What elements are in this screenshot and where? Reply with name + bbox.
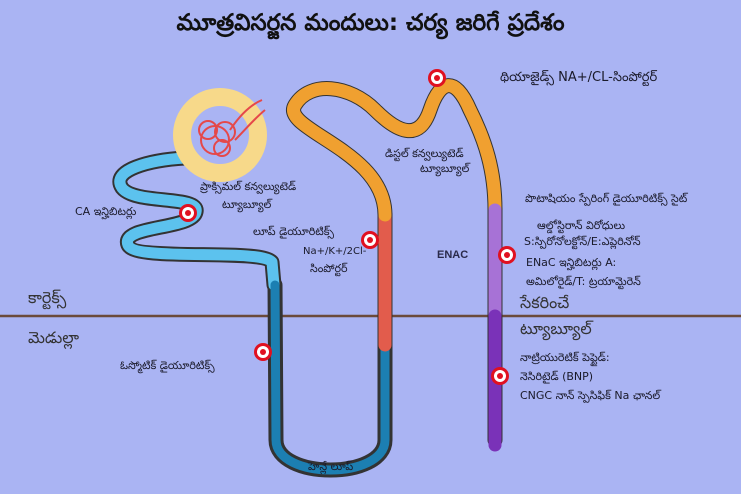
page-title: మూత్రవిసర్జన మందులు: చర్య జరిగే ప్రదేశం bbox=[176, 10, 565, 36]
dct-label-1: డిస్టల్ కన్వల్యుటెడ్ bbox=[385, 147, 464, 160]
target-icon bbox=[498, 246, 516, 264]
glomerulus bbox=[198, 99, 266, 157]
enac-inhibitors-label: ENaC ఇన్హిబిటర్లు A: bbox=[526, 256, 617, 269]
descending-limb bbox=[270, 280, 390, 475]
cortex-label: కార్టెక్స్ bbox=[28, 288, 67, 307]
cngc-label: CNGC నాన్ స్పెసిఫిక్ Na ఛానల్ bbox=[520, 389, 661, 402]
target-icon bbox=[254, 343, 272, 361]
target-icon bbox=[428, 69, 446, 87]
nkcc-label-1: Na+/K+/2Cl- bbox=[303, 246, 367, 257]
target-icon bbox=[491, 367, 509, 385]
loop-diuretics-label: లూప్ డైయూరిటిక్స్ bbox=[253, 225, 334, 238]
aldosterone-drugs-label: S:స్పిరోనోలక్టోన్/E:ఎప్లెరినోన్ bbox=[524, 235, 641, 248]
nkcc-label-2: సింపోర్టర్ bbox=[310, 262, 348, 275]
natriuretic-peptide-label: నాట్రియురెటిక్ పెప్టైడ్: bbox=[520, 351, 610, 364]
thiazides-label: థియాజైడ్స్ NA+/CL-సింపోర్టర్ bbox=[500, 70, 658, 85]
k-sparing-label: పొటాషియం స్పేరింగ్ డైయూరిటిక్స్ సైట్ bbox=[525, 192, 688, 205]
pct-label-2: ట్యూబ్యూల్ bbox=[222, 198, 272, 211]
loop-of-henle-label: హెన్లే లూప్ bbox=[308, 460, 354, 473]
drug-targets bbox=[179, 69, 516, 385]
collecting-label-1: సేకరించే bbox=[520, 293, 570, 312]
medulla-label: మెడుల్లా bbox=[28, 328, 80, 347]
bowman-capsule bbox=[173, 88, 267, 182]
dct-label-2: ట్యూబ్యూల్ bbox=[420, 162, 470, 175]
enac-drugs-label: అమిలోరైడ్/T: ట్రయామ్టెరెన్ bbox=[526, 275, 641, 288]
target-icon bbox=[361, 231, 379, 249]
ca-inhibitors-label: CA ఇన్హిబిటర్లు bbox=[75, 205, 137, 218]
enac-label: ENAC bbox=[437, 249, 469, 261]
distal-convoluted-tubule bbox=[287, 79, 502, 222]
pct-label-1: ప్రాక్సిమల్ కన్వల్యుటెడ్ bbox=[200, 180, 297, 193]
collecting-label-2: ట్యూబ్యూల్ bbox=[520, 319, 592, 338]
osmotic-diuretics-label: ఓస్మోటిక్ డైయూరిటిక్స్ bbox=[120, 359, 215, 372]
aldosterone-antagonists-label: ఆల్డోస్టిరాన్ విరోధులు bbox=[537, 219, 626, 232]
target-icon bbox=[179, 204, 197, 222]
nesiritide-label: నెసిరిటైడ్ (BNP) bbox=[520, 370, 594, 383]
